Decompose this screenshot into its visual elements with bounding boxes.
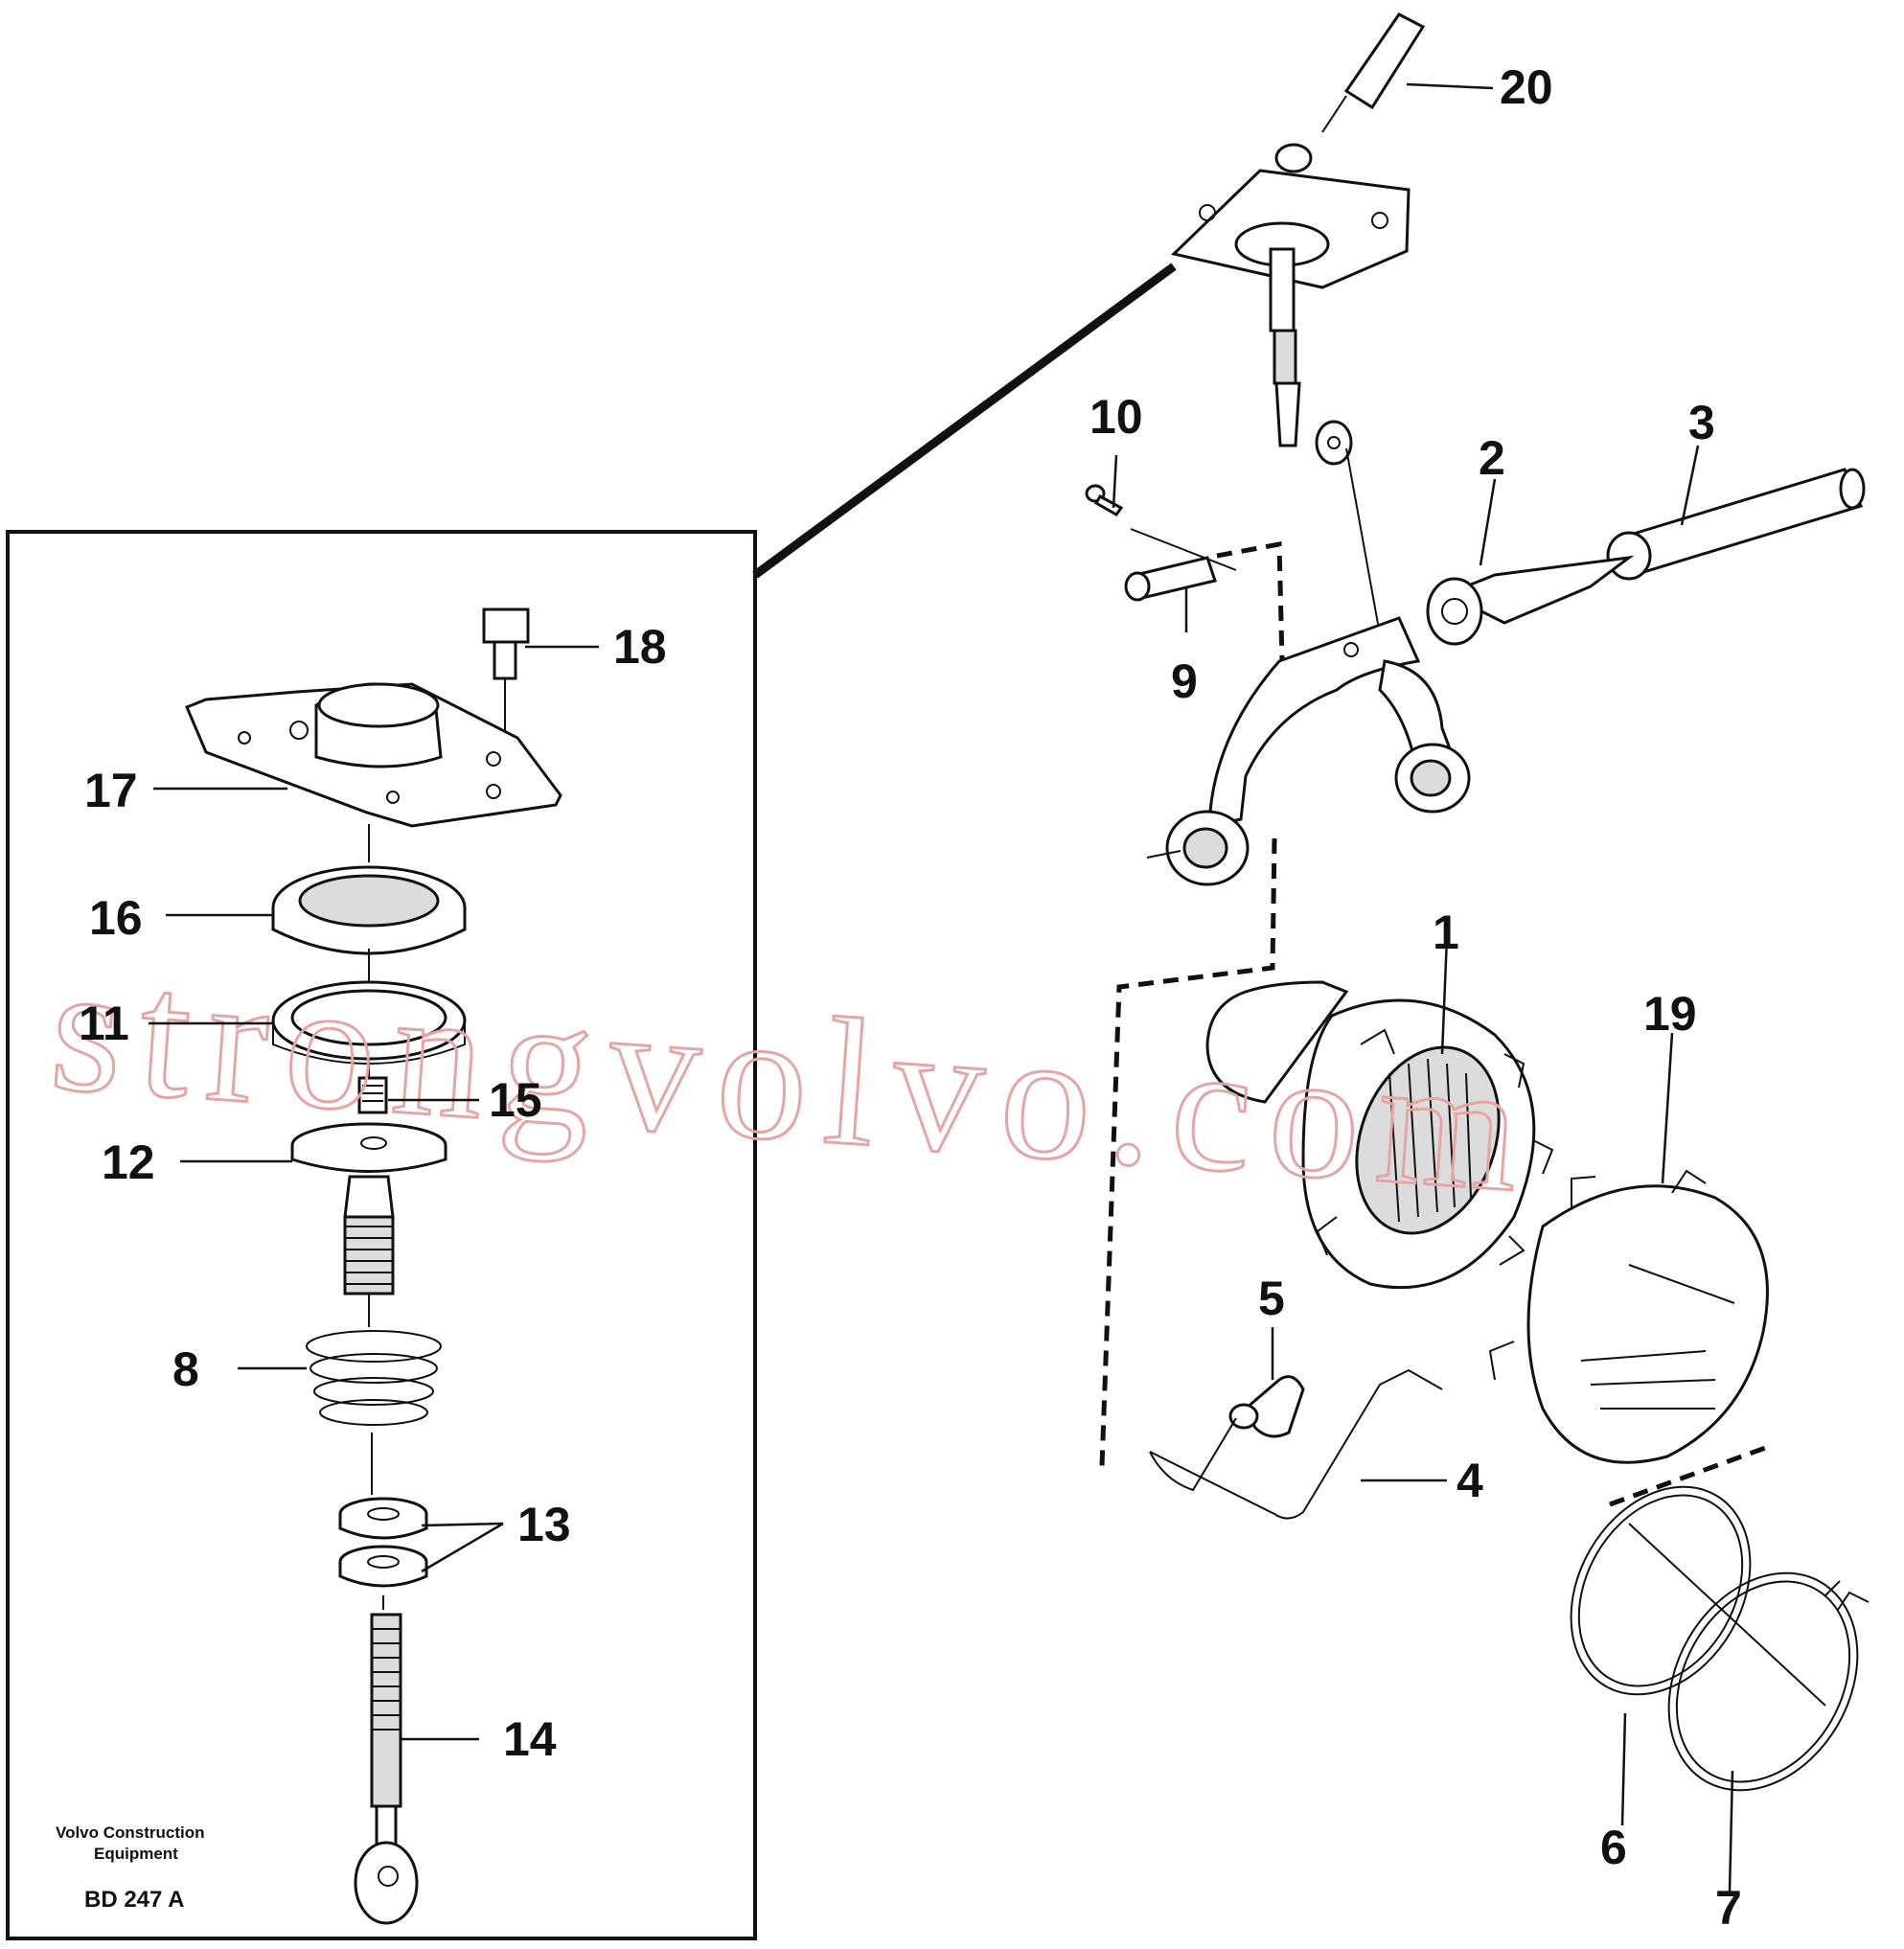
leader-3 [1680,445,1700,526]
ring-axis-line [1628,1523,1826,1707]
part-wire-clip [1149,1368,1443,1520]
part-bolt [482,608,530,776]
callout-17: 17 [84,764,138,817]
callout-9: 9 [1171,654,1198,708]
credit-line-1: Volvo Construction [56,1823,205,1842]
part-snap-ring-6 [1570,1485,1752,1696]
part-pin [1085,484,1237,602]
callout-19: 19 [1643,987,1697,1041]
callout-6: 6 [1600,1821,1627,1874]
assembly-dash-lower [1099,837,1277,1467]
part-piston [290,1122,447,1327]
callout-10: 10 [1090,390,1143,444]
part-nut-lower [338,1545,428,1610]
callout-11: 11 [79,997,129,1050]
part-cable [1321,12,1426,133]
leader-1 [1440,936,1449,1055]
callout-3: 3 [1688,396,1715,449]
part-rod [1606,468,1866,581]
part-clutch-hub [1488,1169,1769,1464]
part-piston-rod [354,1613,419,1925]
part-set-screw [357,1076,388,1114]
detail-inset-frame [6,530,757,1940]
assembly-dash-upper [1216,541,1285,662]
part-lever [1345,447,1635,662]
callout-14: 14 [503,1712,557,1766]
part-spring [306,1330,442,1495]
watermark: strongvolvo.com [45,927,1543,1231]
part-clutch-sleeve [1205,980,1554,1290]
detail-connector-line [752,263,1177,579]
part-cap [271,865,467,987]
part-grease-nipple [1228,1375,1305,1438]
part-fork [1146,616,1471,886]
leader-6 [1620,1712,1627,1826]
part-cover-plate [185,682,562,862]
callout-12: 12 [102,1135,155,1189]
drawing-code: BD 247 A [84,1887,184,1913]
leader-10 [1112,454,1118,509]
callout-1: 1 [1433,906,1459,959]
part-snap-ring-7 [1667,1571,1870,1792]
callout-15: 15 [489,1073,542,1127]
callout-8: 8 [172,1342,199,1396]
leader-20 [1406,82,1494,90]
callout-2: 2 [1479,431,1505,485]
callout-4: 4 [1457,1454,1483,1507]
credit-line-2: Equipment [94,1845,178,1863]
part-nut-upper [338,1497,428,1540]
callout-18: 18 [613,620,667,674]
leader-2 [1479,478,1497,566]
callout-20: 20 [1500,60,1553,114]
callout-16: 16 [89,891,143,945]
callout-13: 13 [517,1498,571,1551]
part-cylinder-mount [1170,143,1411,466]
assembly-dash-hub [1609,1444,1769,1507]
part-seal [271,980,467,1078]
leader-13 [421,1522,504,1573]
callout-5: 5 [1258,1272,1285,1325]
leader-7 [1728,1770,1734,1893]
leader-19 [1661,1032,1674,1184]
callout-7: 7 [1715,1881,1742,1935]
leader-lines [149,82,1734,1893]
